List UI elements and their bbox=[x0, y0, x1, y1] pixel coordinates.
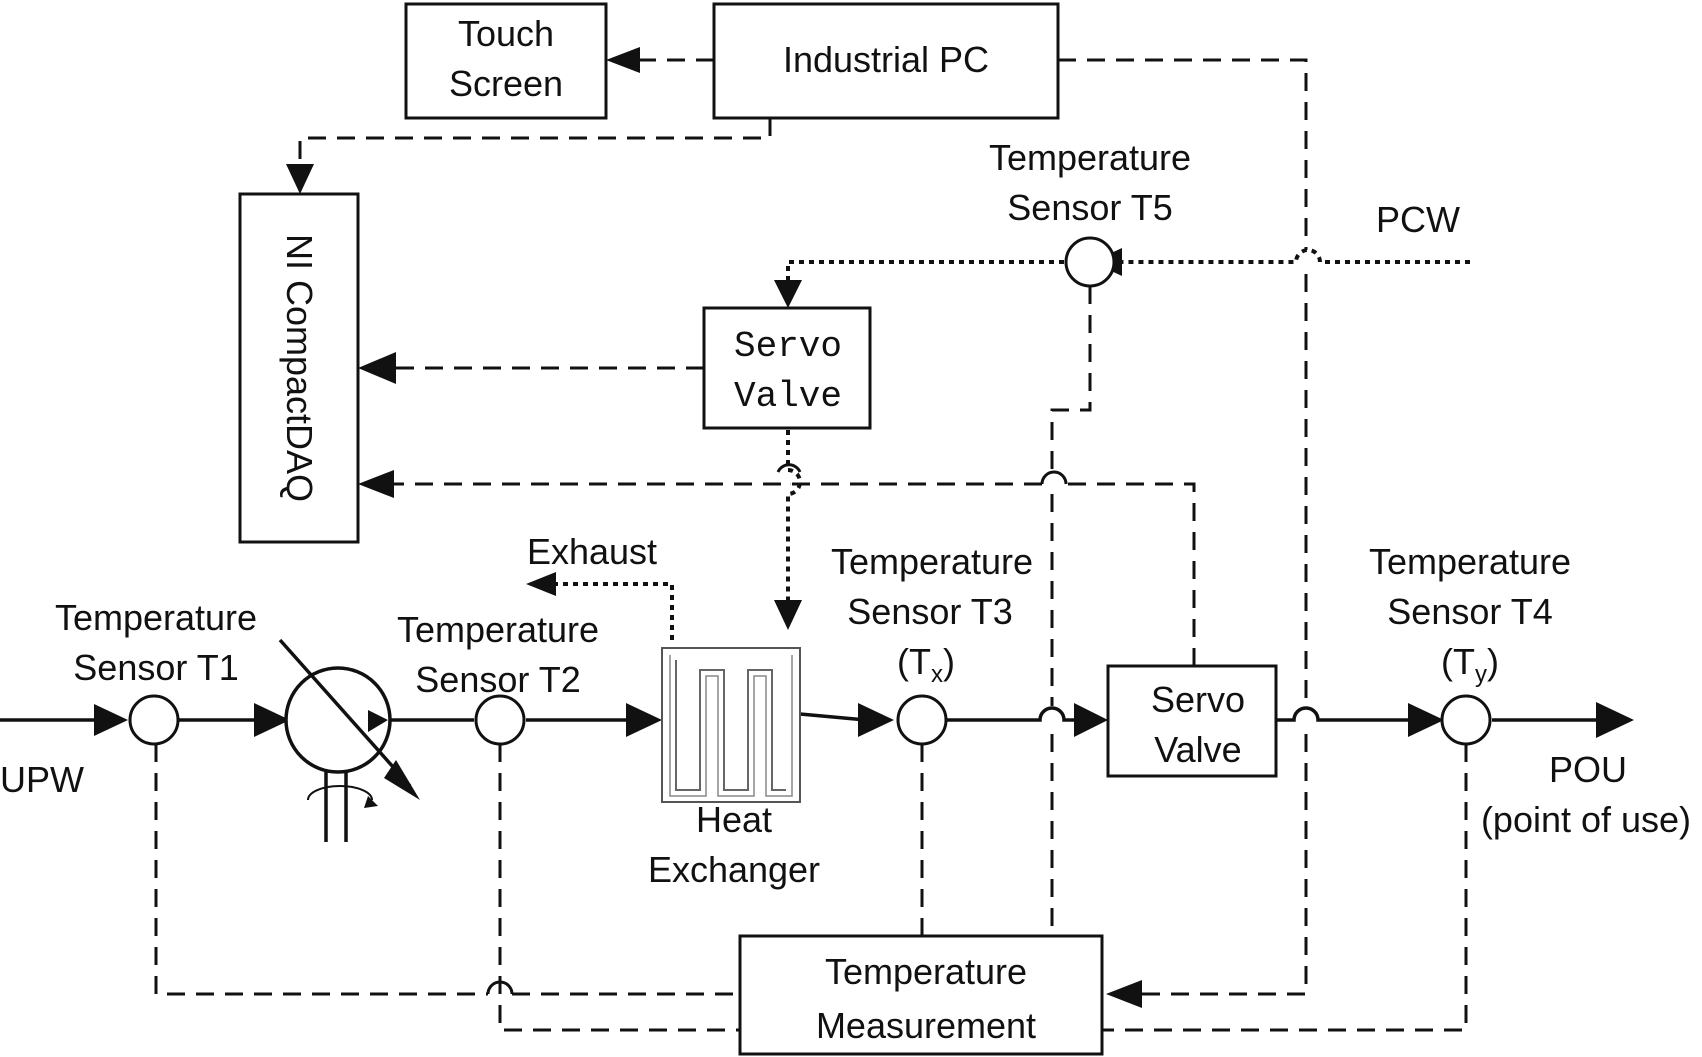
flow-arrow bbox=[1408, 703, 1444, 737]
sensor-t4-label-3: (Ty) bbox=[1441, 641, 1499, 688]
sensor-t3-label-2: Sensor T3 bbox=[847, 591, 1012, 632]
touch-screen-label-1: Touch bbox=[458, 13, 554, 54]
flow-arrow bbox=[626, 703, 662, 737]
touch-screen-box: Touch Screen bbox=[404, 2, 608, 120]
servo-valve-top-box: Servo Valve bbox=[702, 306, 872, 430]
sensor-t2-label-2: Sensor T2 bbox=[415, 659, 580, 700]
heat-exchanger bbox=[661, 647, 801, 803]
heat-exchanger-label-1: Heat bbox=[696, 799, 772, 840]
sensor-t1-label-2: Sensor T1 bbox=[73, 647, 238, 688]
pcw-label: PCW bbox=[1376, 199, 1460, 240]
sensor-t3-label-1: Temperature bbox=[831, 541, 1033, 582]
flow-arrow bbox=[94, 704, 128, 736]
servo-valve-main-box: Servo Valve bbox=[1106, 664, 1278, 778]
flow-arrow bbox=[1596, 702, 1634, 738]
exhaust-label: Exhaust bbox=[527, 531, 657, 572]
servo-valve-main-label-1: Servo bbox=[1151, 679, 1245, 720]
touch-screen-label-2: Screen bbox=[449, 63, 563, 104]
sensor-t5 bbox=[1064, 236, 1116, 288]
servo-valve-top-label-2: Valve bbox=[734, 376, 842, 417]
sensor-t1-label-1: Temperature bbox=[55, 597, 257, 638]
sensor-t1 bbox=[128, 694, 180, 746]
temperature-measurement-label-1: Temperature bbox=[825, 951, 1027, 992]
flow-arrow bbox=[858, 703, 894, 737]
ni-compactdaq-box: NI CompactDAQ bbox=[238, 192, 360, 544]
sensor-t2 bbox=[474, 694, 526, 746]
temperature-measurement-box: Temperature Measurement bbox=[738, 934, 1104, 1056]
heat-exchanger-label-2: Exchanger bbox=[648, 849, 820, 890]
sensor-t3-label-3: (Tx) bbox=[897, 641, 955, 688]
industrial-pc-box: Industrial PC bbox=[712, 2, 1060, 120]
sensor-t4 bbox=[1440, 694, 1492, 746]
industrial-pc-label: Industrial PC bbox=[783, 39, 989, 80]
sensor-t5-label-1: Temperature bbox=[989, 137, 1191, 178]
pou-label-2: (point of use) bbox=[1481, 799, 1691, 840]
sensor-t4-label-1: Temperature bbox=[1369, 541, 1571, 582]
sensor-t2-label-1: Temperature bbox=[397, 609, 599, 650]
ni-compactdaq-label: NI CompactDAQ bbox=[279, 234, 320, 502]
upw-label: UPW bbox=[0, 759, 84, 800]
servo-valve-top-label-1: Servo bbox=[734, 326, 842, 367]
sensor-t5-label-2: Sensor T5 bbox=[1007, 187, 1172, 228]
pou-label-1: POU bbox=[1549, 749, 1627, 790]
sensor-t3 bbox=[896, 694, 948, 746]
process-line bbox=[0, 702, 1634, 738]
temperature-measurement-label-2: Measurement bbox=[816, 1005, 1036, 1046]
signal-lines bbox=[154, 47, 1468, 1032]
servo-valve-main-label-2: Valve bbox=[1154, 729, 1241, 770]
sensor-t4-label-2: Sensor T4 bbox=[1387, 591, 1552, 632]
flow-arrow bbox=[254, 703, 290, 737]
heater-symbol bbox=[278, 638, 420, 842]
flow-arrow bbox=[1074, 703, 1108, 737]
